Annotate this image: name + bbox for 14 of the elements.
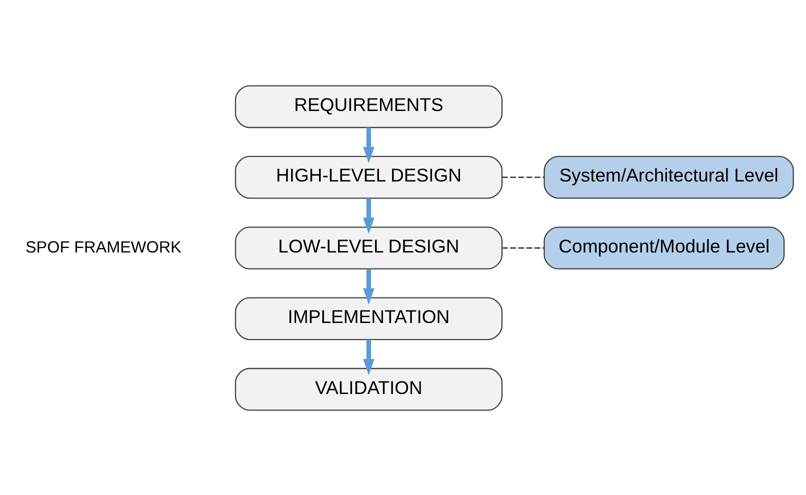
node-box: IMPLEMENTATION (234, 296, 502, 340)
node-box: HIGH-LEVEL DESIGN (234, 155, 502, 198)
node-box: VALIDATION (234, 367, 502, 410)
arrow (362, 198, 374, 234)
arrow (362, 268, 374, 304)
node-box: System/Architectural Level (543, 155, 794, 198)
connector (502, 246, 544, 248)
node-box: LOW-LEVEL DESIGN (234, 226, 502, 269)
label: SPOF FRAMEWORK (24, 238, 181, 256)
arrow (362, 339, 374, 375)
node-box: Component/Module Level (543, 226, 784, 269)
connector (502, 176, 544, 178)
arrow (362, 127, 374, 163)
node-box: REQUIREMENTS (234, 84, 502, 128)
